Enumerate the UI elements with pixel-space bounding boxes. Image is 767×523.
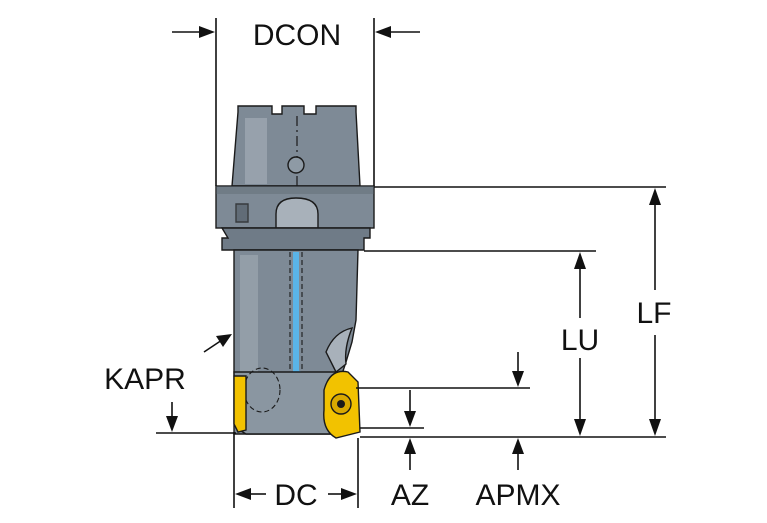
apmx-arrowhead-bottom	[512, 438, 524, 454]
lf-arrowhead-top	[649, 188, 661, 205]
dimension-kapr: KAPR	[104, 334, 236, 434]
dcon-arrowhead-left	[199, 26, 215, 38]
tool-body	[215, 105, 375, 439]
apmx-arrowhead-top	[512, 371, 524, 387]
lu-arrowhead-bottom	[574, 419, 586, 436]
lu-label: LU	[561, 324, 599, 357]
az-arrowhead-bottom	[404, 438, 416, 454]
flange-slot	[275, 197, 319, 229]
kapr-label: KAPR	[104, 363, 186, 396]
dimension-az: AZ	[360, 390, 429, 512]
dc-arrowhead-left	[235, 488, 251, 500]
lf-label: LF	[636, 297, 671, 330]
dimension-dc: DC	[233, 432, 359, 512]
kapr-arrowhead-base	[166, 416, 178, 432]
apmx-label: APMX	[475, 479, 560, 512]
kapr-arrowhead-top	[216, 334, 232, 347]
dcon-label: DCON	[253, 19, 341, 52]
lf-arrowhead-bottom	[649, 419, 661, 436]
neck	[220, 227, 371, 251]
chip-pocket	[325, 327, 354, 374]
lu-arrowhead-top	[574, 252, 586, 269]
hidden-insert-outline	[243, 367, 281, 413]
dimension-apmx: APMX	[356, 352, 561, 512]
dcon-arrowhead-right	[375, 26, 391, 38]
dimension-dcon: DCON	[172, 18, 420, 186]
az-arrowhead-top	[404, 411, 416, 427]
dc-arrowhead-right	[341, 488, 357, 500]
flange-shade	[216, 186, 374, 194]
kapr-arrow-line-top	[203, 339, 223, 353]
insert-screw-center	[337, 400, 345, 408]
insert-left	[233, 375, 247, 433]
flange-notch	[235, 203, 249, 223]
dimension-lu: LU	[364, 250, 599, 436]
az-label: AZ	[391, 479, 429, 512]
dimension-lf: LF	[360, 186, 672, 438]
cutting-head	[233, 371, 337, 435]
dc-label: DC	[274, 479, 317, 512]
shank-hole	[287, 156, 305, 174]
shank-highlight	[245, 118, 267, 184]
